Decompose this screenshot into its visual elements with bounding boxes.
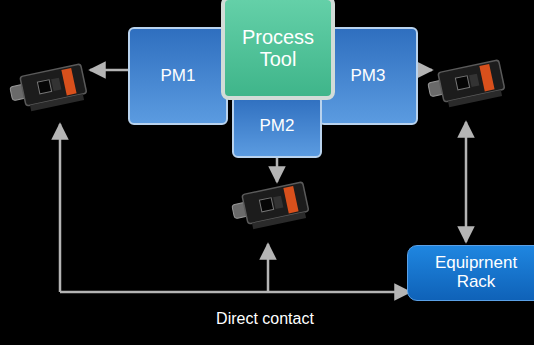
module-arrow: [276, 158, 279, 182]
box-label: Equiprnent Rack: [408, 254, 534, 291]
rack-box: Equiprnent Rack: [407, 245, 534, 301]
contact-line: [267, 244, 270, 292]
contact-line: [59, 124, 62, 292]
box-label: Process Tool: [225, 26, 331, 70]
box-label: PM3: [345, 67, 392, 86]
module-arrow: [90, 69, 128, 72]
sensor-device: [8, 64, 88, 115]
sensor-device: [426, 60, 506, 111]
caption-label: Direct contact: [213, 310, 317, 328]
module-arrow: [418, 69, 432, 72]
box-label: PM2: [254, 117, 301, 136]
contact-line: [465, 122, 468, 242]
box-label: PM1: [155, 67, 202, 86]
contact-line: [60, 291, 410, 294]
sensor-device: [230, 182, 310, 233]
module-box: PM1: [128, 27, 228, 125]
tool-box: Process Tool: [221, 0, 335, 100]
module-box: PM2: [232, 95, 322, 158]
